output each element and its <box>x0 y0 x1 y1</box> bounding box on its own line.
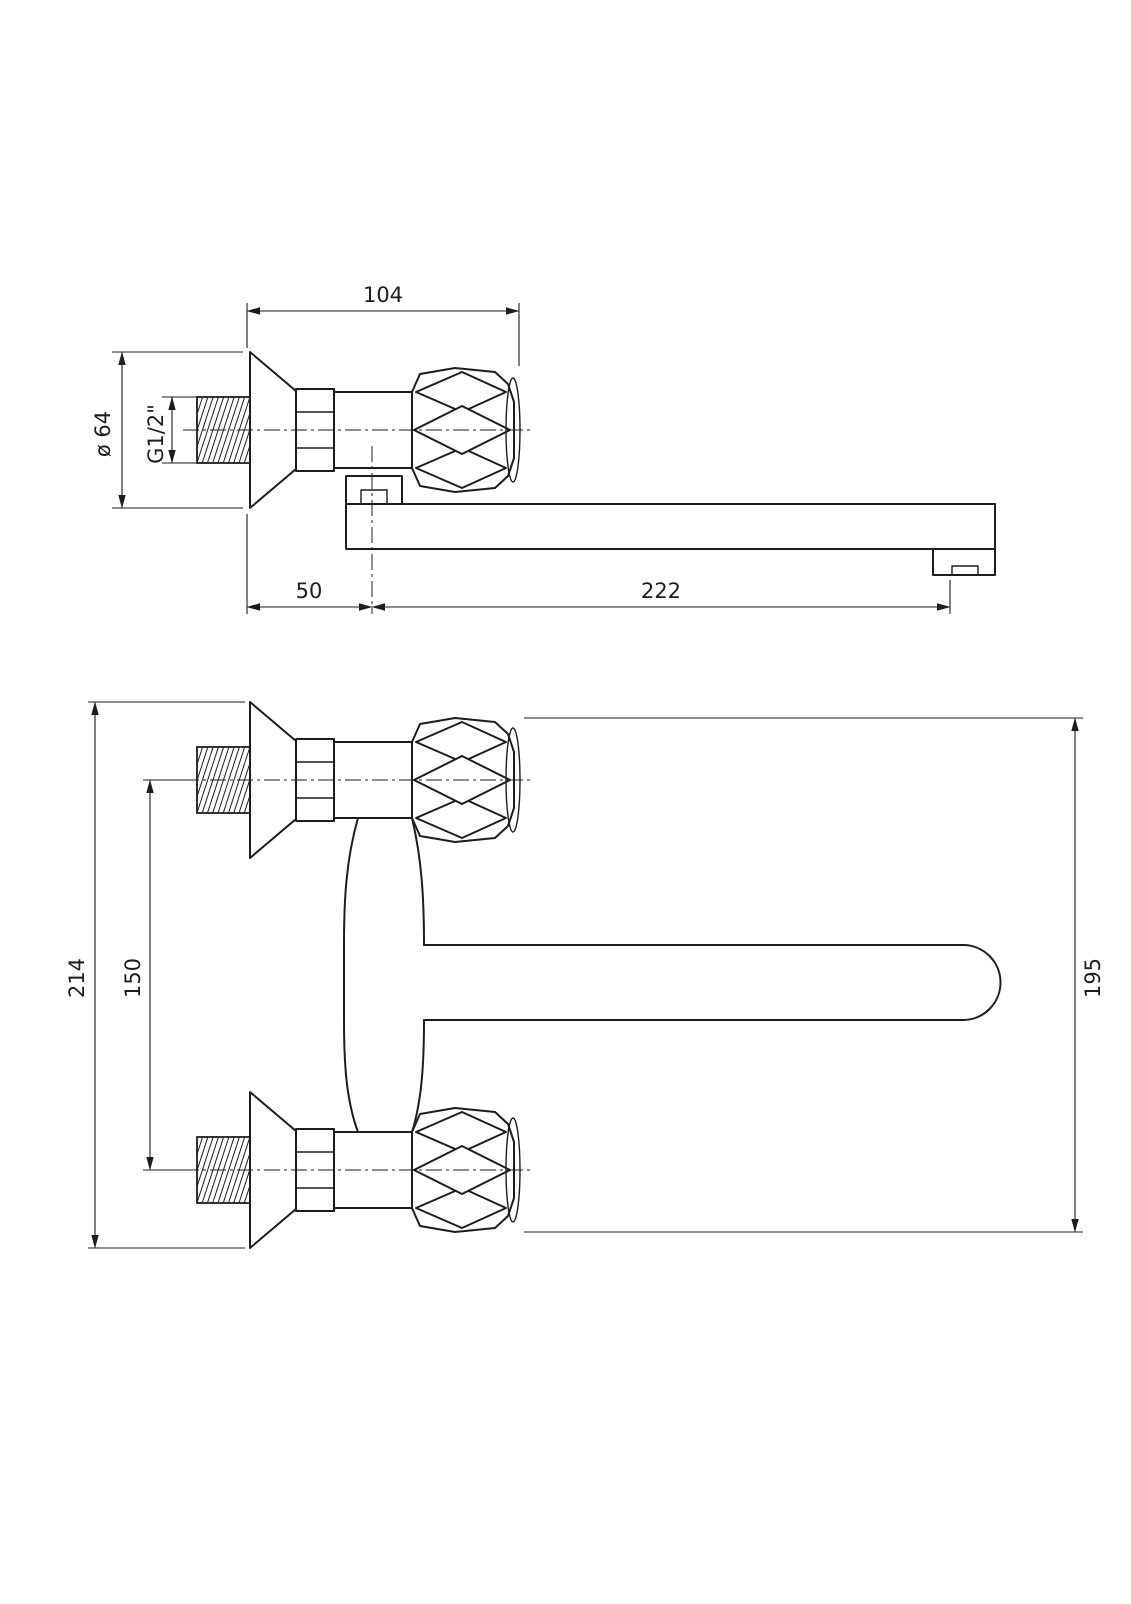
spout <box>345 503 996 576</box>
dim-150-label: 150 <box>121 958 145 998</box>
dim-diameter-label: ø 64 <box>91 411 115 457</box>
dim-diameter-64: ø 64 <box>91 351 243 509</box>
dim-214: 214 <box>65 701 245 1249</box>
spout-front <box>423 944 1002 1021</box>
front-view: 214 150 195 <box>65 701 1105 1249</box>
dim-104-label: 104 <box>363 283 403 307</box>
dim-195: 195 <box>524 717 1105 1233</box>
dim-104: 104 <box>246 283 520 366</box>
valve-assembly-upper <box>182 701 533 859</box>
mixer-body <box>343 817 425 1133</box>
valve-assembly-lower <box>182 1091 533 1249</box>
dim-50-222: 50 222 <box>246 514 951 614</box>
dim-thread-label: G1/2" <box>144 404 168 464</box>
spout-swivel-nut <box>345 475 403 505</box>
top-view: 104 ø 64 G1/2" 50 222 <box>91 283 996 614</box>
dim-195-label: 195 <box>1081 958 1105 998</box>
dim-222-label: 222 <box>641 579 681 603</box>
dim-50-label: 50 <box>296 579 323 603</box>
dim-thread-g12: G1/2" <box>144 396 197 464</box>
spout-outlet <box>932 548 996 576</box>
dim-214-label: 214 <box>65 958 89 998</box>
dim-150: 150 <box>121 779 195 1171</box>
